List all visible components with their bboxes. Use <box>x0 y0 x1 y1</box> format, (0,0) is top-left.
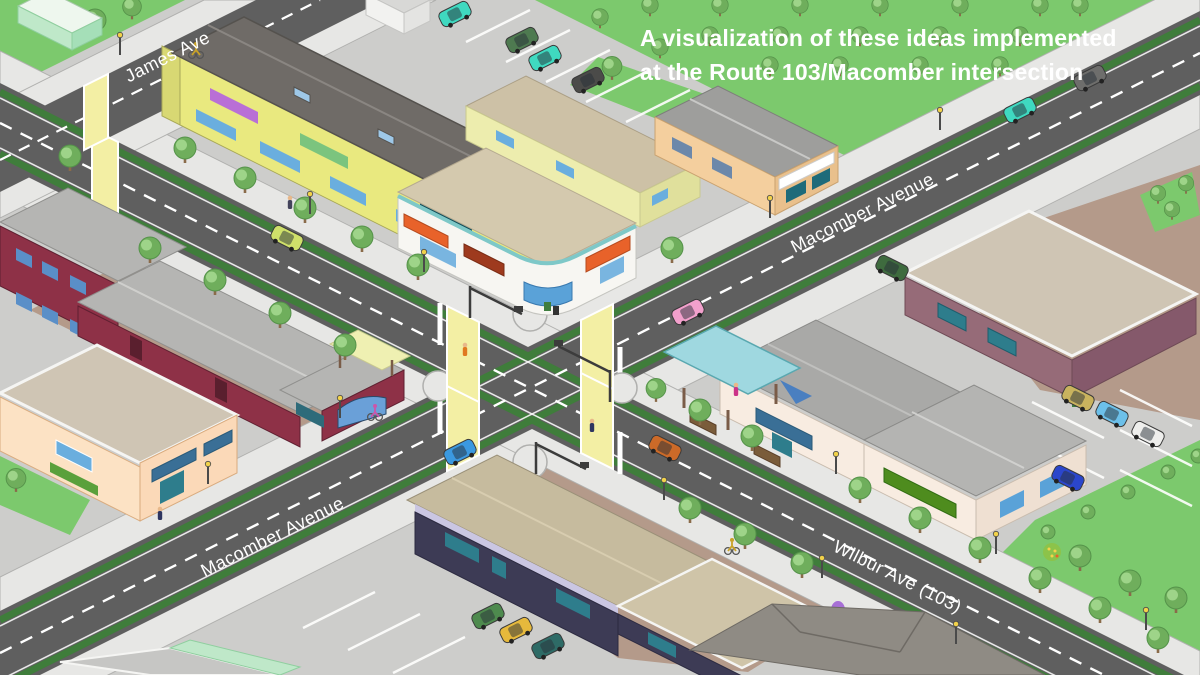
awning-orange-1 <box>403 213 449 249</box>
white-corner-building <box>365 0 432 35</box>
complex-green-awning <box>883 467 957 519</box>
cream-awning-2 <box>203 429 233 457</box>
lavender-trim <box>415 504 618 614</box>
title-block: A visualization of these ideas implement… <box>640 25 1117 85</box>
mint-glass-building <box>16 0 104 51</box>
street-furniture <box>116 31 1150 645</box>
teal-building-wall <box>168 639 302 675</box>
title-line-2: at the Route 103/Macomber intersection <box>640 59 1083 85</box>
teal-building-roof <box>59 646 281 675</box>
corner-deco-building <box>396 75 702 316</box>
storefront-sign-purple <box>210 88 258 124</box>
planter-box <box>753 443 781 468</box>
crosswalk-103-se <box>580 371 614 471</box>
pedestrian <box>462 342 468 356</box>
awning-orange-2 <box>585 235 631 273</box>
maroon-wing1-roof <box>0 187 188 282</box>
crosswalk-james-ne <box>83 72 109 152</box>
trash-bin <box>544 302 551 311</box>
navy-windows <box>445 532 590 619</box>
pedestrian <box>733 382 739 396</box>
mauve-building-roof <box>901 209 1200 358</box>
pedestrian <box>287 195 293 209</box>
tan-small-building <box>653 85 840 216</box>
corner-building-mid-roof <box>396 147 638 268</box>
traffic-signal <box>468 286 523 318</box>
awning-dark-red <box>463 243 505 277</box>
maroon-teal-awning <box>296 402 324 428</box>
trash-bin <box>553 306 559 315</box>
pedestrian <box>157 506 163 520</box>
planter-shrubs <box>50 462 98 496</box>
title-line-1: A visualization of these ideas implement… <box>640 25 1117 51</box>
complex-roof-2 <box>862 384 1088 497</box>
teal-trim <box>397 194 637 266</box>
complex-blue-awning <box>755 407 813 451</box>
cream-building <box>0 343 241 522</box>
tan-complex <box>662 319 1088 541</box>
street-trees <box>5 136 1200 654</box>
corner-storefront-window <box>523 281 573 307</box>
traffic-signal <box>534 442 589 474</box>
hip-roof <box>688 603 1046 675</box>
gray-hip-roof-building <box>688 603 1046 675</box>
pedestrian <box>589 418 595 432</box>
teal-glass-building <box>59 639 302 675</box>
grass-southeast <box>1000 440 1200 655</box>
flowering-bush <box>1043 543 1061 561</box>
roof-skylight <box>780 380 812 404</box>
grass-orchard <box>535 0 1162 157</box>
storefront-sign-green <box>300 133 348 169</box>
teal-canopy <box>662 325 802 395</box>
cream-awning-1 <box>151 447 197 483</box>
traffic-signal <box>554 340 612 402</box>
white-awning <box>778 151 835 191</box>
